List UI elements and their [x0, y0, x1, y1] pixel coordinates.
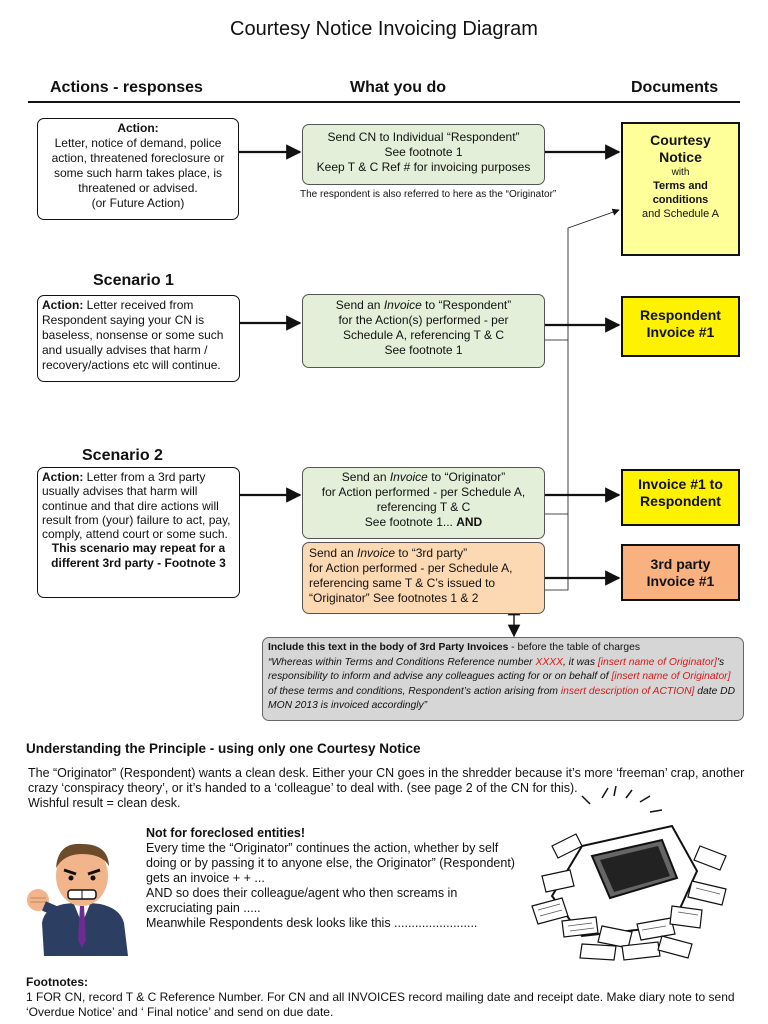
- principle-para1-text: The “Originator” (Respondent) wants a cl…: [28, 766, 745, 795]
- scenario2-action-box: Action: Letter from a 3rd party usually …: [37, 467, 240, 598]
- s2-todo-4: referencing T & C: [376, 500, 471, 514]
- courtesy-line5: conditions: [652, 194, 709, 206]
- courtesy-notice-document: Courtesy Notice with Terms and condition…: [621, 122, 740, 256]
- respondent-invoice-document: Respondent Invoice #1: [621, 296, 740, 357]
- s2-todo-5: See footnote 1...: [364, 515, 457, 529]
- s2-third-1: Send an: [309, 546, 358, 560]
- s2-third-4: referencing same T & C’s issued to: [309, 576, 496, 590]
- angry-businessman-illustration: [27, 843, 128, 956]
- column-header-actions: Actions - responses: [50, 79, 203, 96]
- column-header-documents: Documents: [631, 79, 719, 96]
- column-header-what-you-do: What you do: [350, 79, 446, 96]
- messy-desk-computer-illustration: [531, 786, 727, 961]
- courtesy-line2: Notice: [659, 149, 702, 165]
- principle-para5: Meanwhile Respondents desk looks like th…: [146, 916, 478, 930]
- action-text: Letter, notice of demand, police action,…: [51, 136, 225, 195]
- not-foreclosed-note: Not for foreclosed entities!: [146, 826, 306, 840]
- include-quote: “Whereas within Terms and Conditions Ref…: [268, 656, 738, 714]
- s2-todo-3: for Action performed - per Schedule A,: [321, 485, 526, 499]
- send-cn-line1: Send CN to Individual “Respondent”: [327, 130, 520, 144]
- scenario2-title: Scenario 2: [82, 447, 163, 464]
- s1-todo-invoice: Invoice: [383, 298, 422, 312]
- courtesy-line4: Terms and: [653, 180, 708, 192]
- send-cn-line3: Keep T & C Ref # for invoicing purposes: [316, 160, 531, 174]
- scenario2-repeat-note: This scenario may repeat for a different…: [51, 541, 226, 570]
- principle-para2: Wishful result = clean desk.: [28, 796, 181, 810]
- principle-details: Not for foreclosed entities! Every time …: [146, 826, 516, 931]
- action-heading: Action:: [117, 121, 159, 135]
- include-q-xxxx: XXXX: [535, 656, 563, 668]
- scenario1-action-label: Action:: [42, 298, 84, 312]
- s1-todo-5: See footnote 1: [384, 343, 463, 357]
- include-text-box: Include this text in the body of 3rd Par…: [262, 637, 744, 721]
- s2-todo-invoice: Invoice: [389, 470, 428, 484]
- include-q-insert2: [insert name of Originator]: [611, 671, 731, 682]
- s1-todo-4: Schedule A, referencing T & C: [343, 328, 504, 342]
- principle-para1: The “Originator” (Respondent) wants a cl…: [28, 766, 750, 811]
- s2-third-3: for Action performed - per Schedule A,: [309, 561, 513, 575]
- send-cn-box: Send CN to Individual “Respondent” See f…: [302, 124, 545, 185]
- s1-todo-2: to “Respondent”: [421, 298, 512, 312]
- scenario1-title: Scenario 1: [93, 272, 174, 289]
- principle-para4: AND so does their colleague/agent who th…: [146, 886, 458, 915]
- action-extra: (or Future Action): [91, 196, 185, 210]
- courtesy-line6: and Schedule A: [641, 208, 720, 220]
- scenario2-action-label: Action:: [42, 470, 84, 484]
- principle-heading: Understanding the Principle - using only…: [26, 741, 421, 756]
- s2-third-5: “Originator” See footnotes 1 & 2: [309, 591, 479, 605]
- include-q-insert1: [insert name of Originator]: [597, 656, 717, 668]
- s2-third-invoice: Invoice: [357, 546, 396, 560]
- header-divider: [28, 101, 740, 103]
- s2-todo-and: AND: [456, 515, 483, 529]
- include-q2: , it was: [562, 656, 598, 668]
- scenario1-send-invoice-box: Send an Invoice to “Respondent” for the …: [302, 294, 545, 368]
- invoice-to-respondent-document: Invoice #1 to Respondent: [621, 469, 740, 526]
- courtesy-line3: with: [671, 167, 690, 178]
- include-bold: Include this text in the body of 3rd Par…: [268, 642, 509, 653]
- respondent-note: The respondent is also referred to here …: [300, 189, 557, 200]
- footnote-1: 1 FOR CN, record T & C Reference Number.…: [26, 990, 735, 1019]
- scenario2-send-third-party-box: Send an Invoice to “3rd party” for Actio…: [302, 542, 545, 614]
- s1-todo-1: Send an: [335, 298, 384, 312]
- include-q4: of these terms and conditions, Responden…: [268, 685, 561, 697]
- third-party-invoice-document: 3rd party Invoice #1: [621, 544, 740, 601]
- scenario2-action-text: Letter from a 3rd party usually advises …: [42, 470, 231, 542]
- scenario1-action-box: Action: Letter received from Respondent …: [37, 295, 240, 382]
- include-q-insert3: insert description of ACTION]: [560, 685, 695, 697]
- s2-todo-1: Send an: [341, 470, 390, 484]
- send-cn-line2: See footnote 1: [384, 145, 463, 159]
- s1-todo-3: for the Action(s) performed - per: [338, 313, 509, 327]
- include-q1: “Whereas within Terms and Conditions Ref…: [268, 656, 536, 668]
- action-box: Action: Letter, notice of demand, police…: [37, 118, 239, 220]
- s2-todo-2: to “Originator”: [427, 470, 506, 484]
- scenario1-action-text: Letter received from Respondent saying y…: [42, 298, 224, 372]
- scenario2-send-originator-box: Send an Invoice to “Originator” for Acti…: [302, 467, 545, 539]
- courtesy-line1: Courtesy: [650, 132, 711, 148]
- include-q5: date DD MON 2013 is invoiced accordingly…: [268, 685, 736, 712]
- page-title: Courtesy Notice Invoicing Diagram: [230, 18, 538, 40]
- footnotes-heading: Footnotes:: [26, 975, 88, 989]
- principle-para3: Every time the “Originator” continues th…: [146, 841, 515, 885]
- include-q3: ’s responsibility to inform and advise a…: [268, 656, 725, 683]
- include-rest: - before the table of charges: [508, 642, 640, 653]
- s2-third-2: to “3rd party”: [395, 546, 468, 560]
